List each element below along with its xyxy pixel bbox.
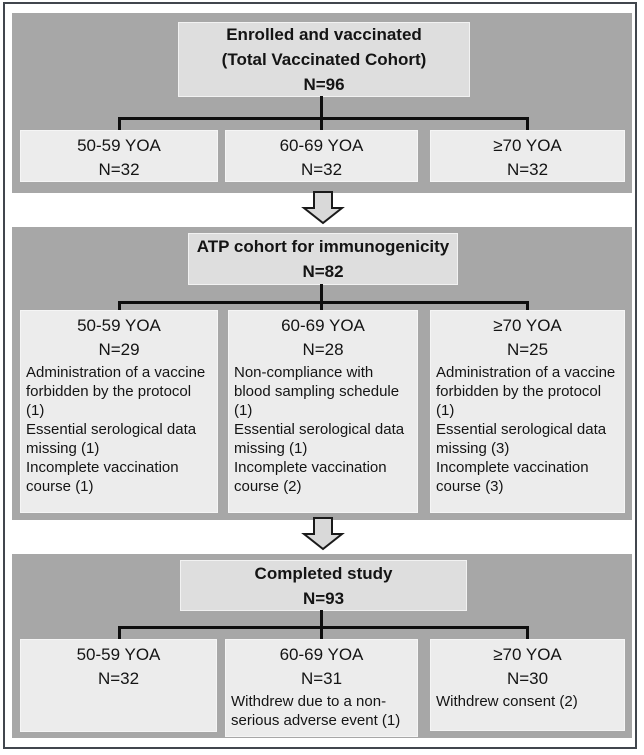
withdrawal-reason: Withdrew consent (2)	[436, 693, 578, 710]
connector-s2-horizontal	[118, 301, 529, 304]
group-header: ≥70 YOA N=30	[493, 645, 562, 688]
withdrawal-reason: Withdrew due to a non- serious adverse e…	[231, 693, 401, 729]
group-box-tvc-60-69: 60-69 YOA N=32	[225, 130, 418, 182]
group-header: 50-59 YOA N=29	[77, 316, 161, 359]
figure-border	[3, 2, 637, 749]
connector-s2-left-stub	[118, 301, 121, 311]
group-header: 60-69 YOA N=28	[281, 316, 365, 359]
connector-s3-left-stub	[118, 626, 121, 640]
group-header: 60-69 YOA N=31	[279, 645, 364, 688]
group-box-atp-70plus: ≥70 YOA N=25 Administration of a vaccine…	[430, 310, 625, 513]
group-box-tvc-50-59: 50-59 YOA N=32	[20, 130, 218, 182]
group-box-completed-70plus: ≥70 YOA N=30 Withdrew consent (2)	[430, 639, 625, 731]
down-arrow-icon	[301, 191, 345, 225]
exclusion-reasons: Non-compliance with blood sampling sched…	[234, 364, 405, 495]
group-header: 50-59 YOA N=32	[77, 136, 161, 179]
connector-s3-center	[320, 610, 323, 640]
group-box-atp-60-69: 60-69 YOA N=28 Non-compliance with blood…	[228, 310, 418, 513]
group-box-completed-50-59: 50-59 YOA N=32	[20, 639, 217, 732]
group-header: 60-69 YOA N=32	[279, 136, 364, 179]
connector-s1-center	[320, 96, 323, 130]
group-header: 50-59 YOA N=32	[76, 645, 161, 688]
title-box-completed: Completed study N=93	[180, 560, 467, 611]
connector-s3-right-stub	[526, 626, 529, 640]
down-arrow-icon	[301, 517, 345, 551]
connector-s1-horizontal	[118, 117, 529, 120]
connector-s1-right-stub	[526, 117, 529, 130]
exclusion-reasons: Administration of a vaccine forbidden by…	[436, 364, 616, 495]
group-header: ≥70 YOA N=25	[493, 316, 562, 359]
group-box-completed-60-69: 60-69 YOA N=31 Withdrew due to a non- se…	[225, 639, 418, 737]
group-box-atp-50-59: 50-59 YOA N=29 Administration of a vacci…	[20, 310, 218, 513]
exclusion-reasons: Administration of a vaccine forbidden by…	[26, 364, 206, 495]
connector-s1-left-stub	[118, 117, 121, 130]
title-box-atp: ATP cohort for immunogenicity N=82	[188, 233, 458, 285]
connector-s3-horizontal	[118, 626, 529, 629]
group-box-tvc-70plus: ≥70 YOA N=32	[430, 130, 625, 182]
title-box-enrolled: Enrolled and vaccinated (Total Vaccinate…	[178, 22, 470, 97]
group-header: ≥70 YOA N=32	[493, 136, 562, 179]
connector-s2-right-stub	[526, 301, 529, 311]
connector-s2-center	[320, 284, 323, 311]
